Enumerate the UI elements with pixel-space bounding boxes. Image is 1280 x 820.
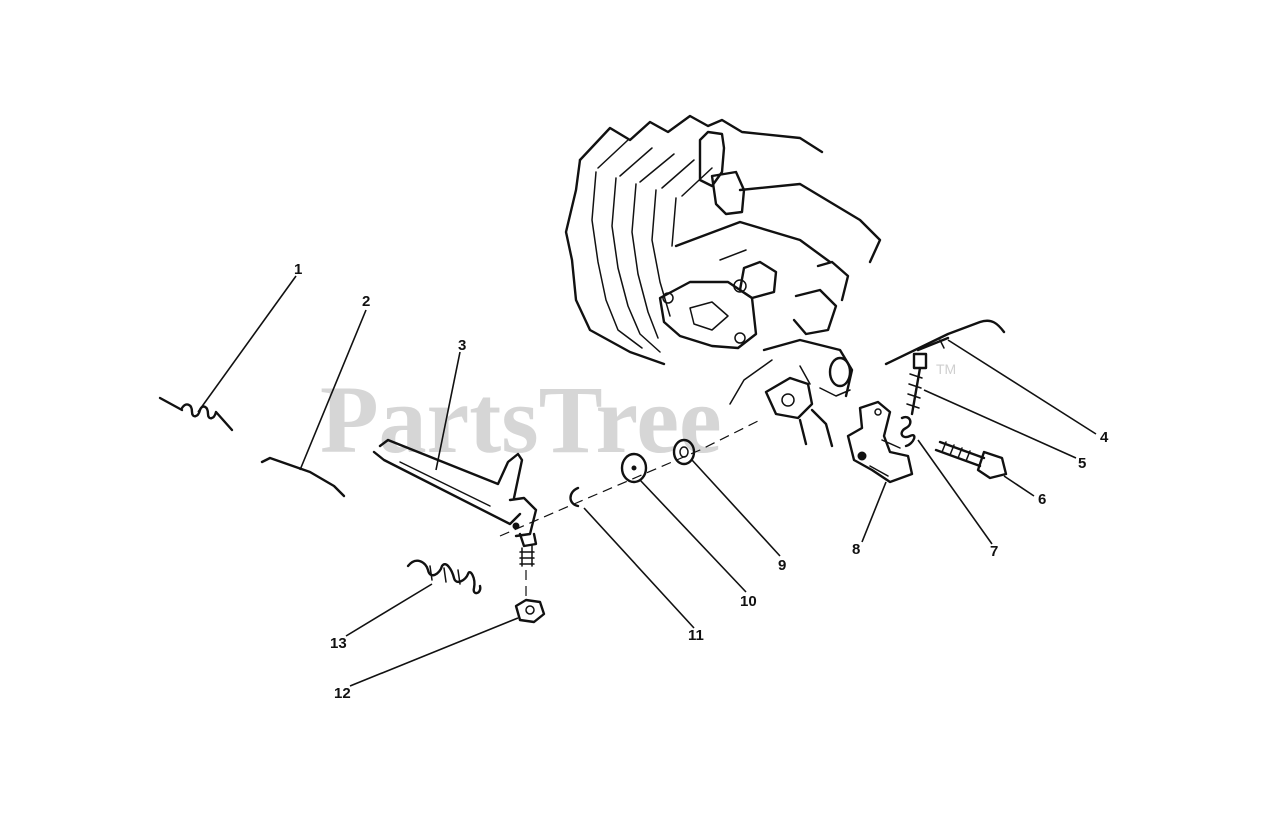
leader-1: [197, 275, 297, 413]
leader-2: [299, 309, 367, 471]
callout-4: 4: [1100, 429, 1109, 446]
engine-block: [564, 114, 882, 448]
callout-8: 8: [852, 541, 860, 558]
part-8-bracket: [846, 400, 914, 484]
watermark-text: PartsTree: [320, 366, 722, 473]
callout-2: 2: [362, 293, 370, 310]
callout-11: 11: [688, 627, 704, 644]
leader-11: [583, 507, 695, 629]
leader-6: [1003, 475, 1035, 497]
callout-7: 7: [990, 543, 998, 560]
leader-8: [861, 481, 887, 543]
callout-5: 5: [1078, 455, 1086, 472]
callout-10: 10: [740, 593, 757, 610]
watermark-trademark: TM: [936, 361, 956, 377]
part-1-spring: [158, 396, 234, 432]
part-10-washer: [620, 452, 648, 484]
leader-3: [435, 351, 461, 471]
callout-labels: 1 2 3 4 5 6 7 8 9 10 11 12 13: [294, 261, 1109, 702]
callout-3: 3: [458, 337, 466, 354]
part-2-link: [260, 456, 346, 498]
assembly-axis: [499, 419, 761, 600]
leader-7: [917, 439, 993, 545]
part-7-spring: [900, 415, 916, 448]
part-4-governor-rod: [884, 319, 1006, 366]
watermark: PartsTree TM: [320, 361, 956, 473]
leader-12: [349, 617, 519, 687]
leader-5: [923, 389, 1077, 459]
callout-6: 6: [1038, 491, 1046, 508]
part-13-spring: [406, 559, 482, 595]
part-6-bolt: [934, 440, 1008, 480]
callout-9: 9: [778, 557, 786, 574]
part-5-screw: [906, 352, 928, 416]
callout-1: 1: [294, 261, 302, 278]
part-3-lever: [372, 438, 538, 567]
callout-12: 12: [334, 685, 351, 702]
callout-13: 13: [330, 635, 347, 652]
part-11-retaining-ring: [569, 486, 580, 508]
leader-lines: [197, 275, 1097, 687]
leader-4: [947, 339, 1097, 435]
leader-10: [639, 479, 747, 593]
leader-13: [345, 583, 433, 637]
part-12-nut: [514, 598, 546, 624]
leader-9: [691, 459, 781, 557]
